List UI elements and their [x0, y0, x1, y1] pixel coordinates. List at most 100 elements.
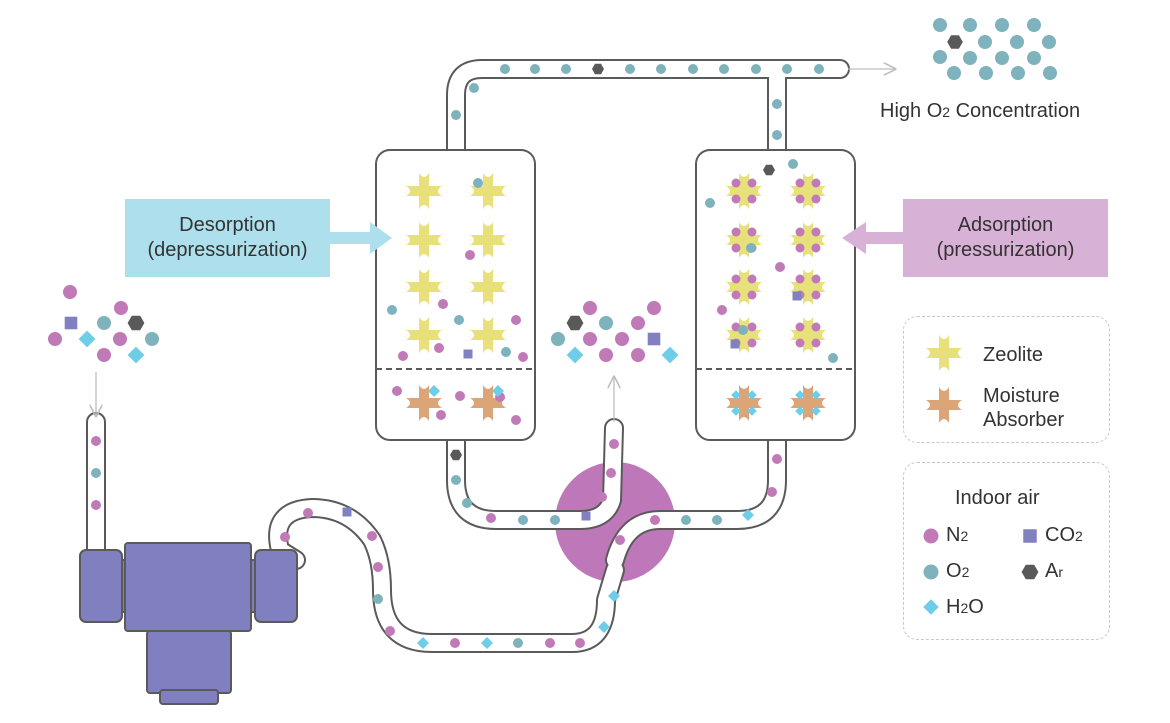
argon-molecule — [127, 315, 145, 331]
n2-molecule — [795, 243, 805, 253]
o2-molecule — [751, 64, 761, 74]
n2-molecule — [436, 410, 446, 420]
n2-molecule — [811, 322, 821, 332]
adsorbent-shape — [790, 173, 826, 209]
h2o-molecule — [428, 385, 440, 397]
o2-molecule — [978, 35, 992, 49]
o2-molecule — [963, 18, 977, 32]
n2-molecule — [511, 315, 521, 325]
n2-molecule — [717, 305, 727, 315]
co2-molecule — [581, 511, 591, 521]
adsorbent-shape — [926, 335, 962, 371]
legend-indoor-air-title: Indoor air — [955, 487, 1040, 509]
zeolite-particle — [406, 222, 442, 258]
o2-molecule — [473, 178, 483, 188]
legend-n2-icon — [923, 528, 939, 544]
adsorbent-shape — [406, 222, 442, 258]
legend-o2-sub: 2 — [961, 564, 970, 580]
legend-o2-icon — [923, 564, 939, 580]
o2-molecule — [451, 475, 461, 485]
h2o-molecule — [661, 346, 679, 364]
n2-molecule — [795, 338, 805, 348]
zeolite-particle — [790, 269, 826, 305]
moisture-absorber-particle — [790, 385, 826, 421]
left-adsorption-tower — [375, 149, 536, 441]
n2-molecule — [91, 436, 101, 446]
o2-molecule — [1010, 35, 1024, 49]
adsorbent-layer — [406, 173, 962, 423]
moisture-absorber-particle — [406, 385, 442, 421]
adsorbent-shape — [726, 317, 762, 353]
o2-molecule — [963, 51, 977, 65]
n2-molecule — [486, 513, 496, 523]
o2-molecule — [828, 353, 838, 363]
h2o-molecule — [795, 390, 805, 400]
adsorbent-shape — [926, 387, 962, 423]
n2-molecule — [811, 243, 821, 253]
n2-molecule — [609, 439, 619, 449]
n2-molecule — [97, 348, 111, 362]
switching-valve — [555, 462, 675, 582]
o2-molecule — [656, 64, 666, 74]
zeolite-particle — [470, 222, 506, 258]
o2-molecule — [933, 18, 947, 32]
o2-molecule — [625, 64, 635, 74]
desorption-label-box: Desorption (depressurization) — [125, 199, 330, 277]
o2-molecule — [1043, 66, 1057, 80]
indoor-air-legend — [903, 462, 1110, 640]
o2-molecule — [145, 332, 159, 346]
o2-molecule — [772, 99, 782, 109]
o2-molecule — [772, 130, 782, 140]
n2-molecule — [650, 515, 660, 525]
n2-molecule — [647, 301, 661, 315]
n2-molecule — [795, 322, 805, 332]
co2-molecule — [730, 339, 740, 349]
n2-molecule — [545, 638, 555, 648]
adsorbent-shape — [790, 385, 826, 421]
zeolite-particle — [790, 317, 826, 353]
legend-moisture-icon — [926, 387, 962, 423]
o2-molecule — [712, 515, 722, 525]
zeolite-particle — [726, 222, 762, 258]
o2-molecule — [91, 468, 101, 478]
h2o-molecule — [608, 590, 620, 602]
o2-molecule — [681, 515, 691, 525]
n2-molecule — [438, 299, 448, 309]
n2-molecule — [747, 274, 757, 284]
o2-molecule — [1027, 51, 1041, 65]
n2-molecule — [385, 626, 395, 636]
o2-molecule — [518, 515, 528, 525]
high-o2-text: High O — [880, 100, 943, 122]
n2-molecule — [114, 301, 128, 315]
legend-co2-icon — [1023, 529, 1037, 543]
n2-molecule — [48, 332, 62, 346]
n2-molecule — [434, 343, 444, 353]
zeolite-particle — [406, 269, 442, 305]
high-o2-rest: Concentration — [950, 100, 1081, 122]
n2-molecule — [811, 290, 821, 300]
legend-ar-text: A — [1045, 560, 1059, 582]
zeolite-particle — [726, 269, 762, 305]
o2-molecule — [995, 51, 1009, 65]
compressor — [79, 542, 298, 705]
argon-molecule — [947, 35, 963, 49]
n2-molecule — [455, 391, 465, 401]
o2-molecule — [933, 50, 947, 64]
o2-molecule — [500, 64, 510, 74]
legend-n2-sub: 2 — [960, 528, 969, 544]
adsorbent-shape — [406, 269, 442, 305]
h2o-molecule — [747, 406, 757, 416]
h2o-molecule — [742, 509, 754, 521]
n2-molecule — [811, 178, 821, 188]
h2o-molecule — [811, 390, 821, 400]
o2-molecule — [1027, 18, 1041, 32]
o2-molecule — [387, 305, 397, 315]
legend-moisture-line2: Absorber — [983, 409, 1065, 431]
n2-molecule — [373, 562, 383, 572]
zeolite-particle — [790, 222, 826, 258]
h2o-molecule — [78, 330, 96, 348]
adsorbent-legend — [903, 316, 1110, 443]
n2-molecule — [747, 178, 757, 188]
legend-ar-label: Ar — [1045, 559, 1063, 583]
